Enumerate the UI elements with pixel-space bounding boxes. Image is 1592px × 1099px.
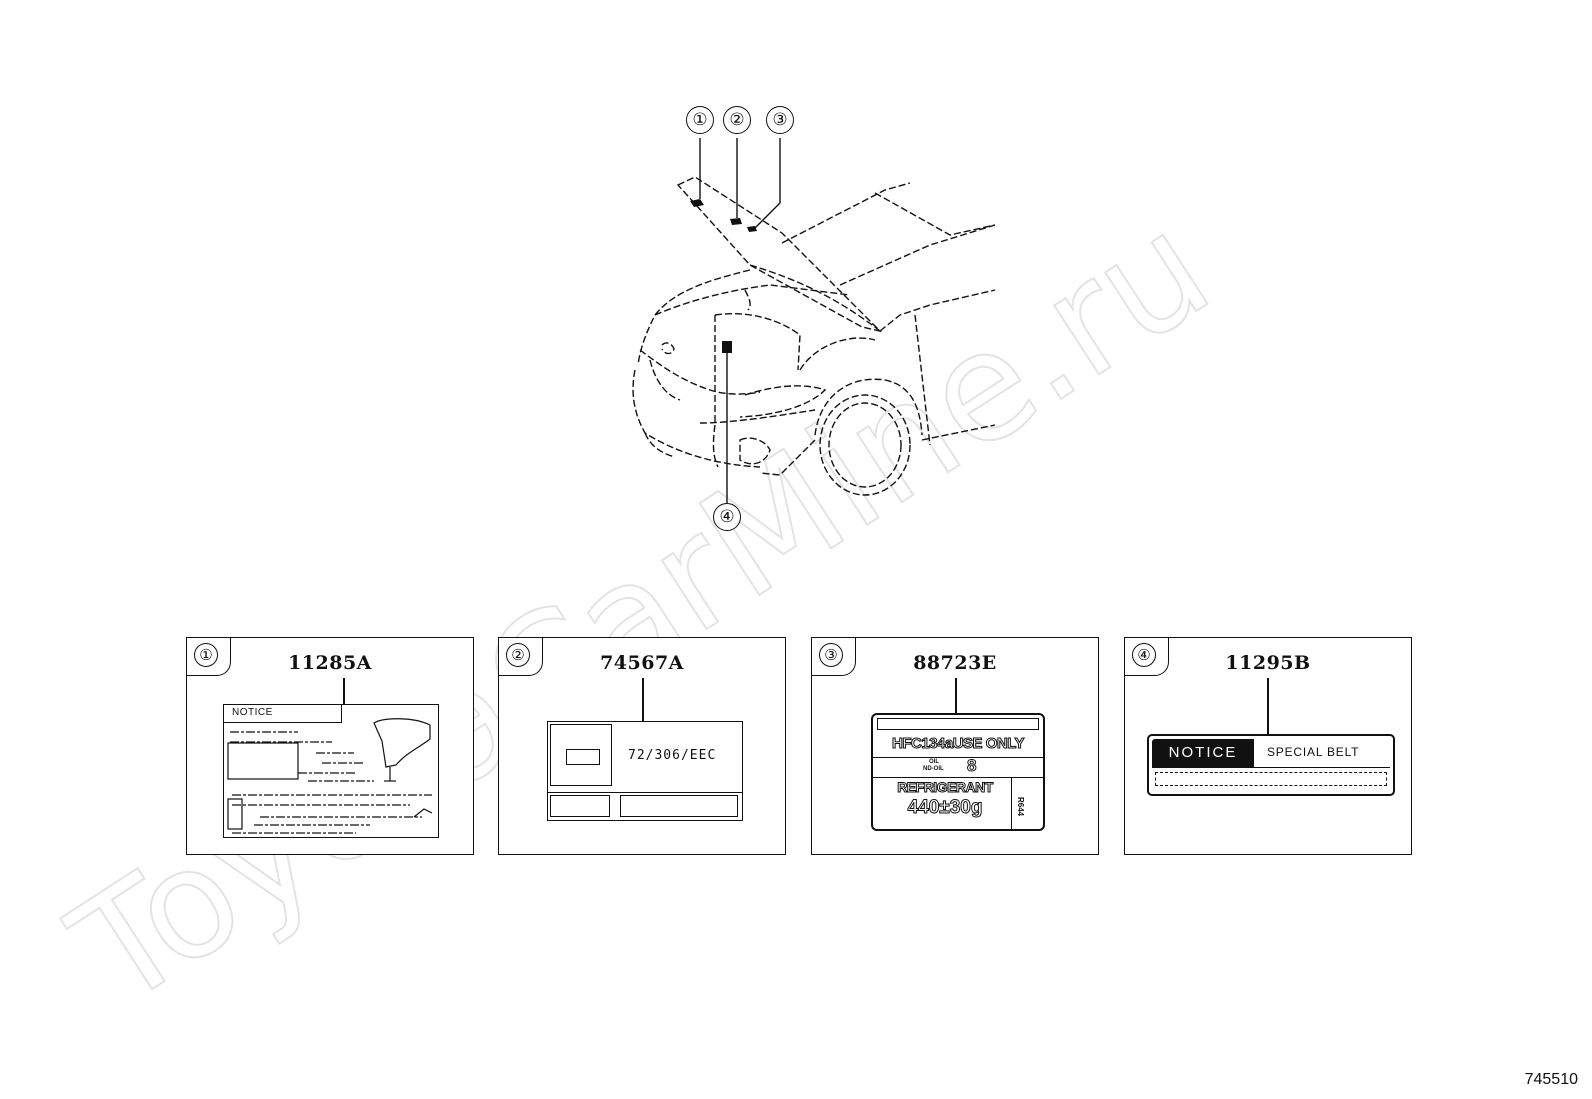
label-panel-3: ③ 88723E HFC134aUSE ONLY OIL ND-OIL 8 RE… [811, 637, 1099, 855]
refrigerant-amount: 440±30g [907, 797, 983, 819]
side-code: R644 [1016, 797, 1025, 817]
part-number: 88723E [913, 652, 997, 674]
refrigerant-label: REFRIGERANT [897, 779, 994, 796]
panel-number-badge: ④ [1125, 638, 1169, 676]
special-belt-text: SPECIAL BELT [1267, 745, 1360, 759]
oil-grade: 8 [966, 756, 977, 776]
callout-2: ② [723, 106, 751, 134]
notice-label-illustration: NOTICE [223, 704, 439, 838]
diagram-code: 745510 [1524, 1071, 1578, 1088]
label-panel-2: ② 74567A 72/306/EEC [498, 637, 786, 855]
panel-number-badge: ③ [812, 638, 856, 676]
part-number: 11285A [288, 652, 372, 674]
label-panel-4: ④ 11295B NOTICE SPECIAL BELT [1124, 637, 1412, 855]
eec-label-illustration: 72/306/EEC [547, 721, 743, 821]
callout-4: ④ [713, 503, 741, 531]
notice-header: NOTICE [224, 705, 342, 723]
special-belt-label-illustration: NOTICE SPECIAL BELT [1147, 734, 1395, 796]
part-number: 11295B [1225, 652, 1311, 674]
notice-badge: NOTICE [1152, 739, 1254, 767]
panel-number-badge: ① [187, 638, 231, 676]
notice-text-lines [227, 718, 433, 834]
callout-3: ③ [766, 106, 794, 134]
car-front-illustration [632, 138, 996, 503]
eec-directive-text: 72/306/EEC [628, 748, 717, 763]
oil-label-2: ND-OIL [923, 766, 944, 772]
part-number: 74567A [600, 652, 684, 674]
refrigerant-type: HFC134aUSE ONLY [892, 735, 1026, 753]
panel-number-badge: ② [499, 638, 543, 676]
refrigerant-label-illustration: HFC134aUSE ONLY OIL ND-OIL 8 REFRIGERANT… [871, 713, 1045, 831]
callout-1: ① [686, 106, 714, 134]
oil-label-1: OIL [929, 759, 939, 765]
label-panel-1: ① 11285A NOTICE [186, 637, 474, 855]
